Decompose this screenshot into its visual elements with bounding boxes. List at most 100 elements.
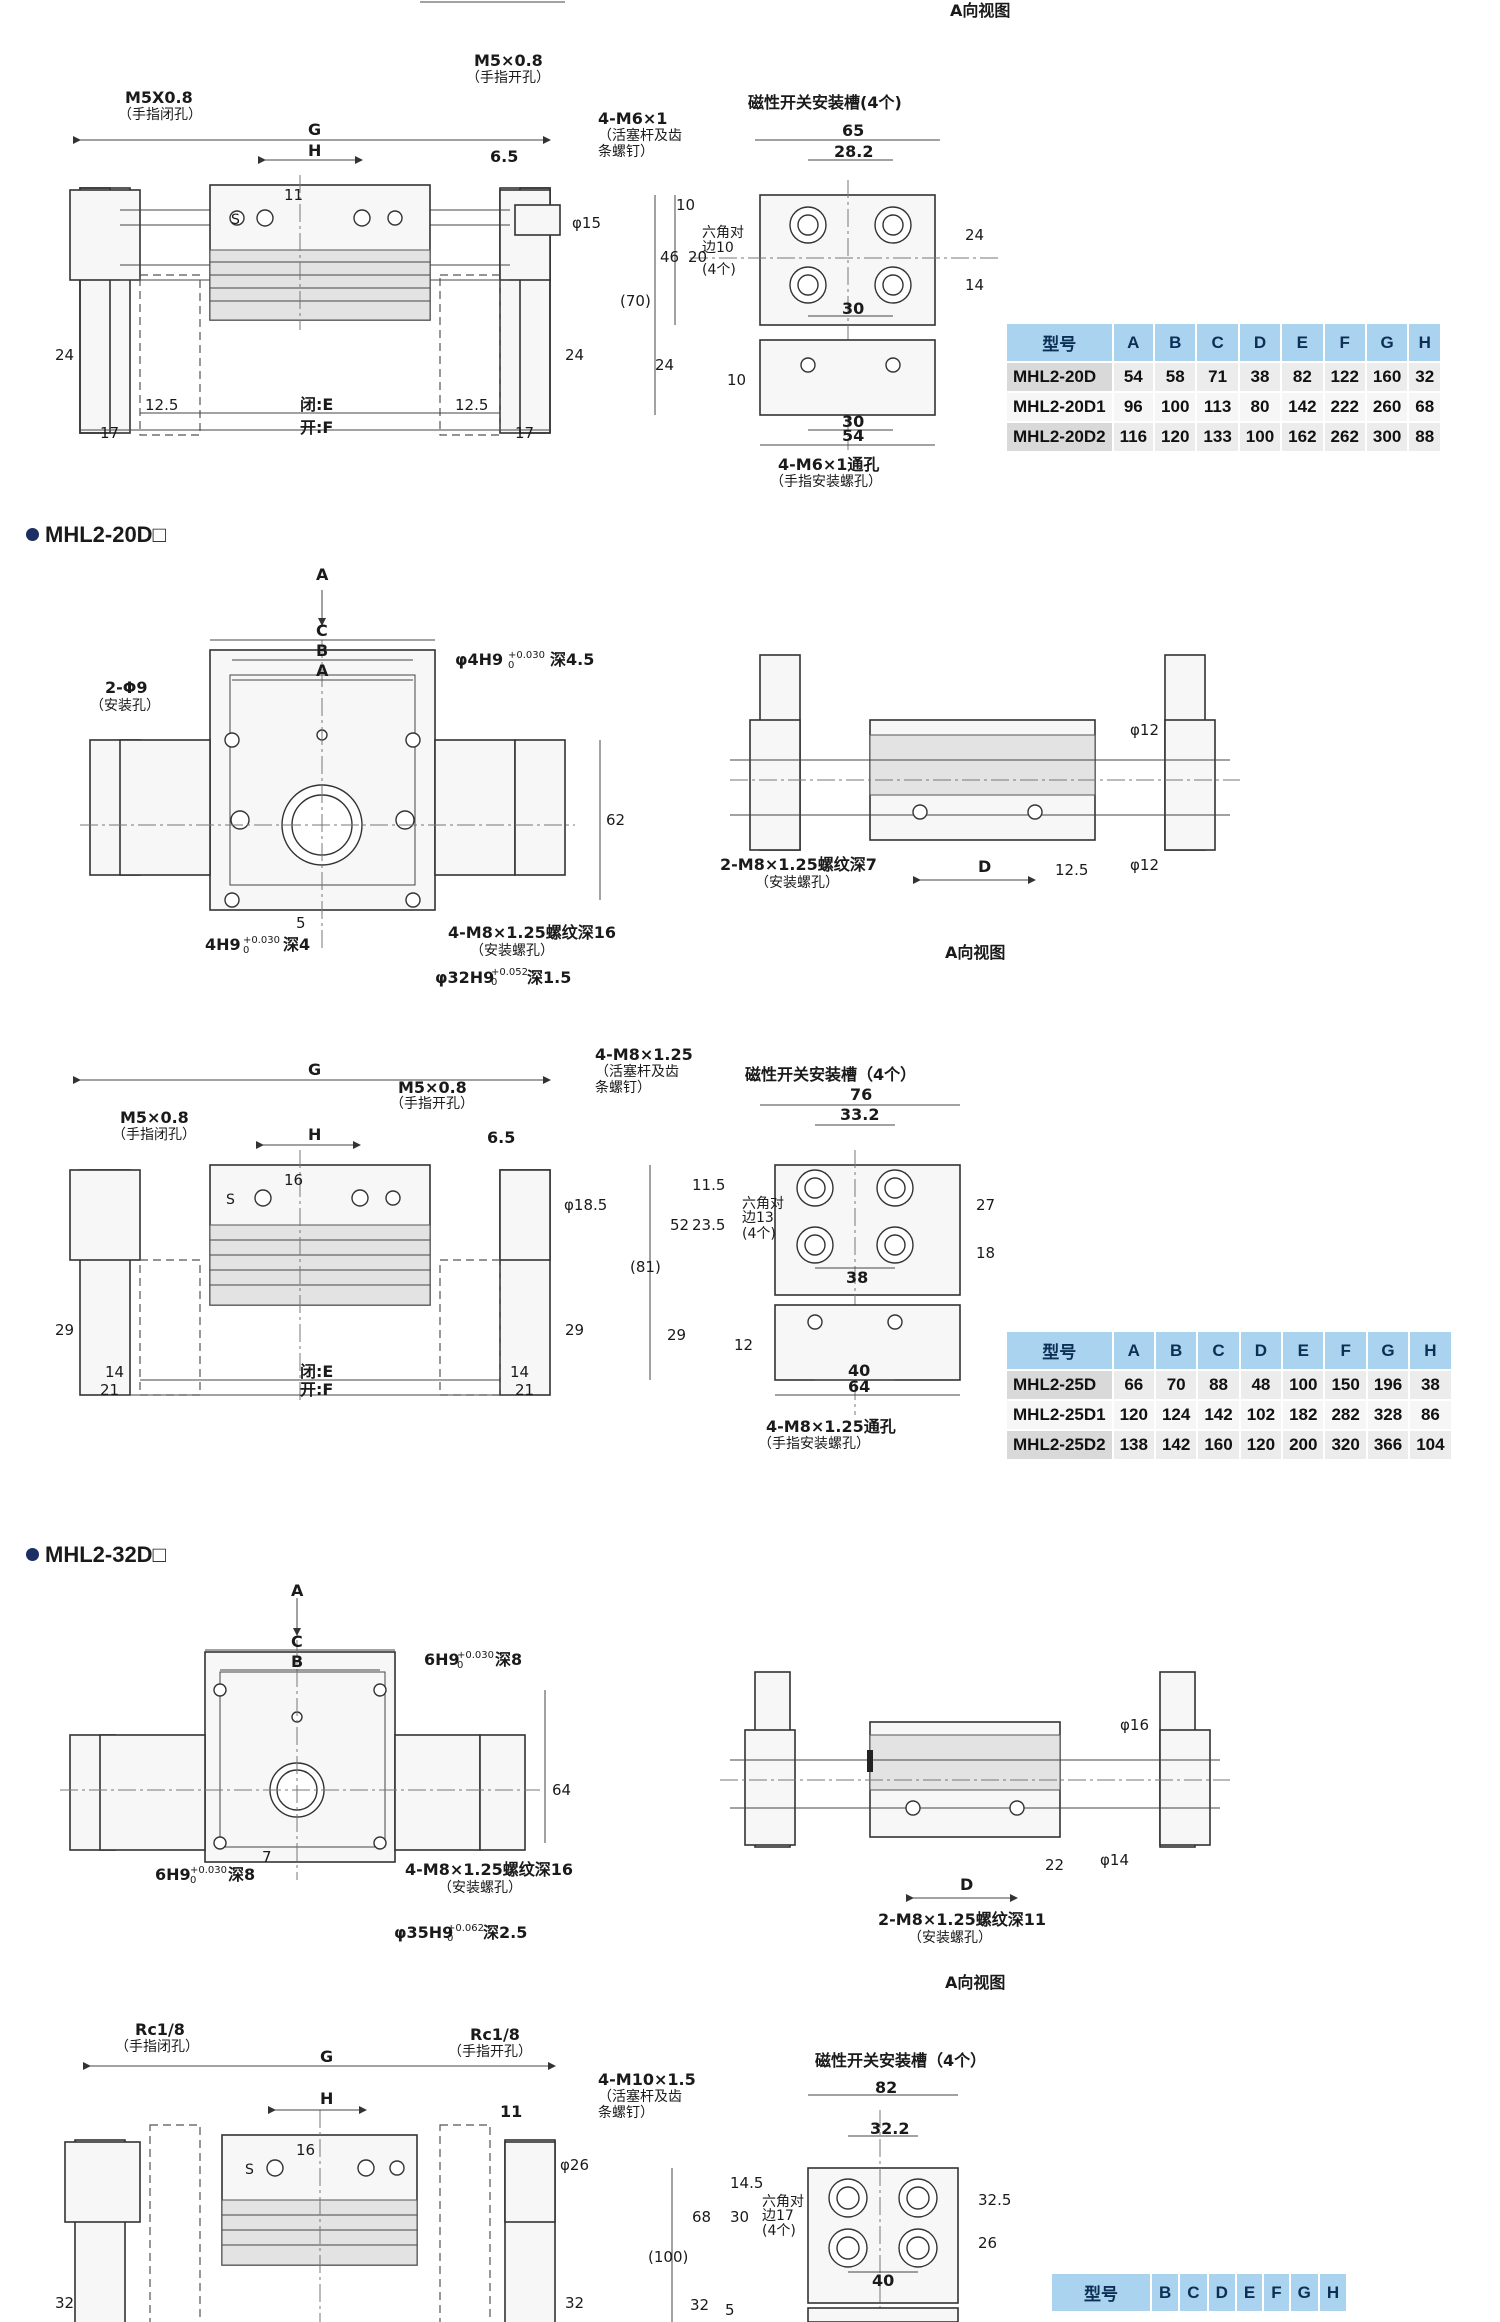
dim-30-32: 30	[730, 2208, 749, 2226]
dim-c-32: C	[291, 1632, 303, 1651]
table-cell: 88	[1196, 1369, 1241, 1401]
dim-24-right: 24	[565, 346, 584, 364]
dim-phi26: φ26	[560, 2156, 589, 2174]
dim-70: (70)	[620, 292, 651, 310]
label-pin-depth: 深4.5	[550, 650, 594, 669]
table-cell-model: MHL2-20D1	[1005, 391, 1114, 423]
table-cell: 142	[1280, 391, 1325, 423]
table-cell: 86	[1408, 1399, 1453, 1431]
table-cell: 122	[1322, 361, 1367, 393]
table-header-cell: C	[1178, 2272, 1209, 2313]
dim-30-b: 30	[842, 299, 864, 318]
table-cell: 68	[1407, 391, 1443, 423]
dim-29-l: 29	[667, 1326, 686, 1344]
label-mount-note: （安装孔）	[90, 698, 160, 714]
label-thru-25: 4-M8×1.25通孔	[766, 1417, 896, 1436]
label-rc-close: Rc1/8	[135, 2020, 185, 2039]
label-bore-32: φ35H9	[394, 1923, 453, 1942]
section-title-25-text: MHL2-20D□	[45, 522, 166, 547]
table-cell: 124	[1153, 1399, 1199, 1431]
table-header-cell: F	[1262, 2272, 1291, 2313]
table-header-cell: B	[1153, 1330, 1199, 1371]
label-hex3-25: (4个)	[742, 1226, 776, 1242]
label-m5-close-note-25: （手指闭孔）	[112, 1127, 196, 1143]
dim-b-32: B	[291, 1652, 303, 1671]
dim-26-r: 26	[978, 2234, 997, 2252]
side-view-32d	[671, 2094, 959, 2322]
table-cell-model: MHL2-25D	[1005, 1369, 1114, 1401]
table-cell: 162	[1280, 421, 1325, 453]
label-hex1-25: 六角对	[742, 1196, 784, 1212]
label-slot: 磁性开关安装槽(4个)	[748, 93, 902, 112]
table-cell: 150	[1323, 1369, 1368, 1401]
dim-phi15: φ15	[572, 214, 601, 232]
dim-62: 62	[606, 811, 625, 829]
table-cell: 222	[1322, 391, 1367, 423]
dim-23-5: 23.5	[692, 1216, 725, 1234]
top-view-32d	[60, 1598, 546, 1880]
dim-46: 46	[660, 248, 679, 266]
arrow-a-32: A	[291, 1581, 304, 1600]
table-header-cell: G	[1288, 2272, 1320, 2313]
label-thru-note: （手指安装螺孔）	[770, 474, 882, 490]
table-cell-model: MHL2-20D	[1005, 361, 1114, 393]
label-bore-tol0-32: 0	[447, 1933, 453, 1944]
dim-14-r: 14	[965, 276, 984, 294]
label-pin-tol0-32: 0	[457, 1660, 463, 1671]
label-side-m8-note-32: （安装螺孔）	[908, 1930, 992, 1946]
dim-open-f-25: 开:F	[300, 1380, 333, 1399]
label-m8-rod-n2: 条螺钉）	[595, 1079, 651, 1096]
dim-h-32: H	[320, 2089, 333, 2108]
dim-h-25: H	[308, 1125, 321, 1144]
label-thru-note-25: （手指安装螺孔）	[758, 1436, 870, 1452]
table-cell: 113	[1195, 391, 1240, 423]
table-cell: 182	[1281, 1399, 1326, 1431]
dim-a-25: A	[316, 661, 329, 680]
view-caption-32: A向视图	[945, 1973, 1005, 1992]
bullet-icon	[26, 1547, 39, 1561]
dim-24-l: 24	[655, 356, 674, 374]
table-cell: 196	[1365, 1369, 1411, 1401]
table-cell: 88	[1407, 421, 1443, 453]
dim-27-r: 27	[976, 1196, 995, 1214]
table-cell: 58	[1153, 361, 1198, 393]
label-4h9-tol0: 0	[243, 945, 249, 956]
dim-17-right: 17	[515, 424, 534, 442]
label-m8-rod: 4-M8×1.25	[595, 1045, 693, 1064]
table-cell: 96	[1111, 391, 1156, 423]
dim-d-32: D	[960, 1875, 973, 1894]
label-m8-note-32: （安装螺孔）	[438, 1880, 522, 1896]
label-thru: 4-M6×1通孔	[778, 455, 879, 474]
table-cell: 320	[1323, 1429, 1368, 1461]
dim-h: H	[308, 141, 321, 160]
label-mount: 2-Φ9	[105, 678, 148, 697]
label-side-m8: 2-M8×1.25螺纹深7	[720, 855, 877, 874]
dim-21-left: 21	[100, 1381, 119, 1399]
dim-64-32: 64	[552, 1781, 571, 1799]
table-header-model: 型号	[1005, 1330, 1114, 1371]
table-header-cell: E	[1234, 2272, 1265, 2313]
label-m5-close-25: M5×0.8	[120, 1108, 189, 1127]
svg-text:S: S	[226, 1192, 235, 1208]
label-slot-25: 磁性开关安装槽（4个）	[745, 1065, 916, 1084]
view-caption-25: A向视图	[945, 943, 1005, 962]
dim-b-25: B	[316, 641, 328, 660]
label-bore-tol: +0.052	[491, 967, 528, 978]
dim-12-5-side: 12.5	[1055, 861, 1088, 879]
label-4h9-depth: 深4	[283, 935, 310, 954]
dim-32-right: 32	[565, 2294, 584, 2312]
dim-32-l: 32	[690, 2296, 709, 2314]
label-m5-open-note: （手指开孔）	[466, 70, 550, 86]
dim-54-c: 54	[842, 426, 864, 445]
label-m6: 4-M6×1	[598, 109, 667, 128]
table-cell: 328	[1365, 1399, 1411, 1431]
dim-7: 7	[262, 1848, 272, 1866]
label-pin-tol-32: +0.030	[457, 1650, 494, 1661]
table-header-cell: C	[1196, 1330, 1241, 1371]
dim-16-32: 16	[296, 2141, 315, 2159]
table-cell: 80	[1237, 391, 1283, 423]
